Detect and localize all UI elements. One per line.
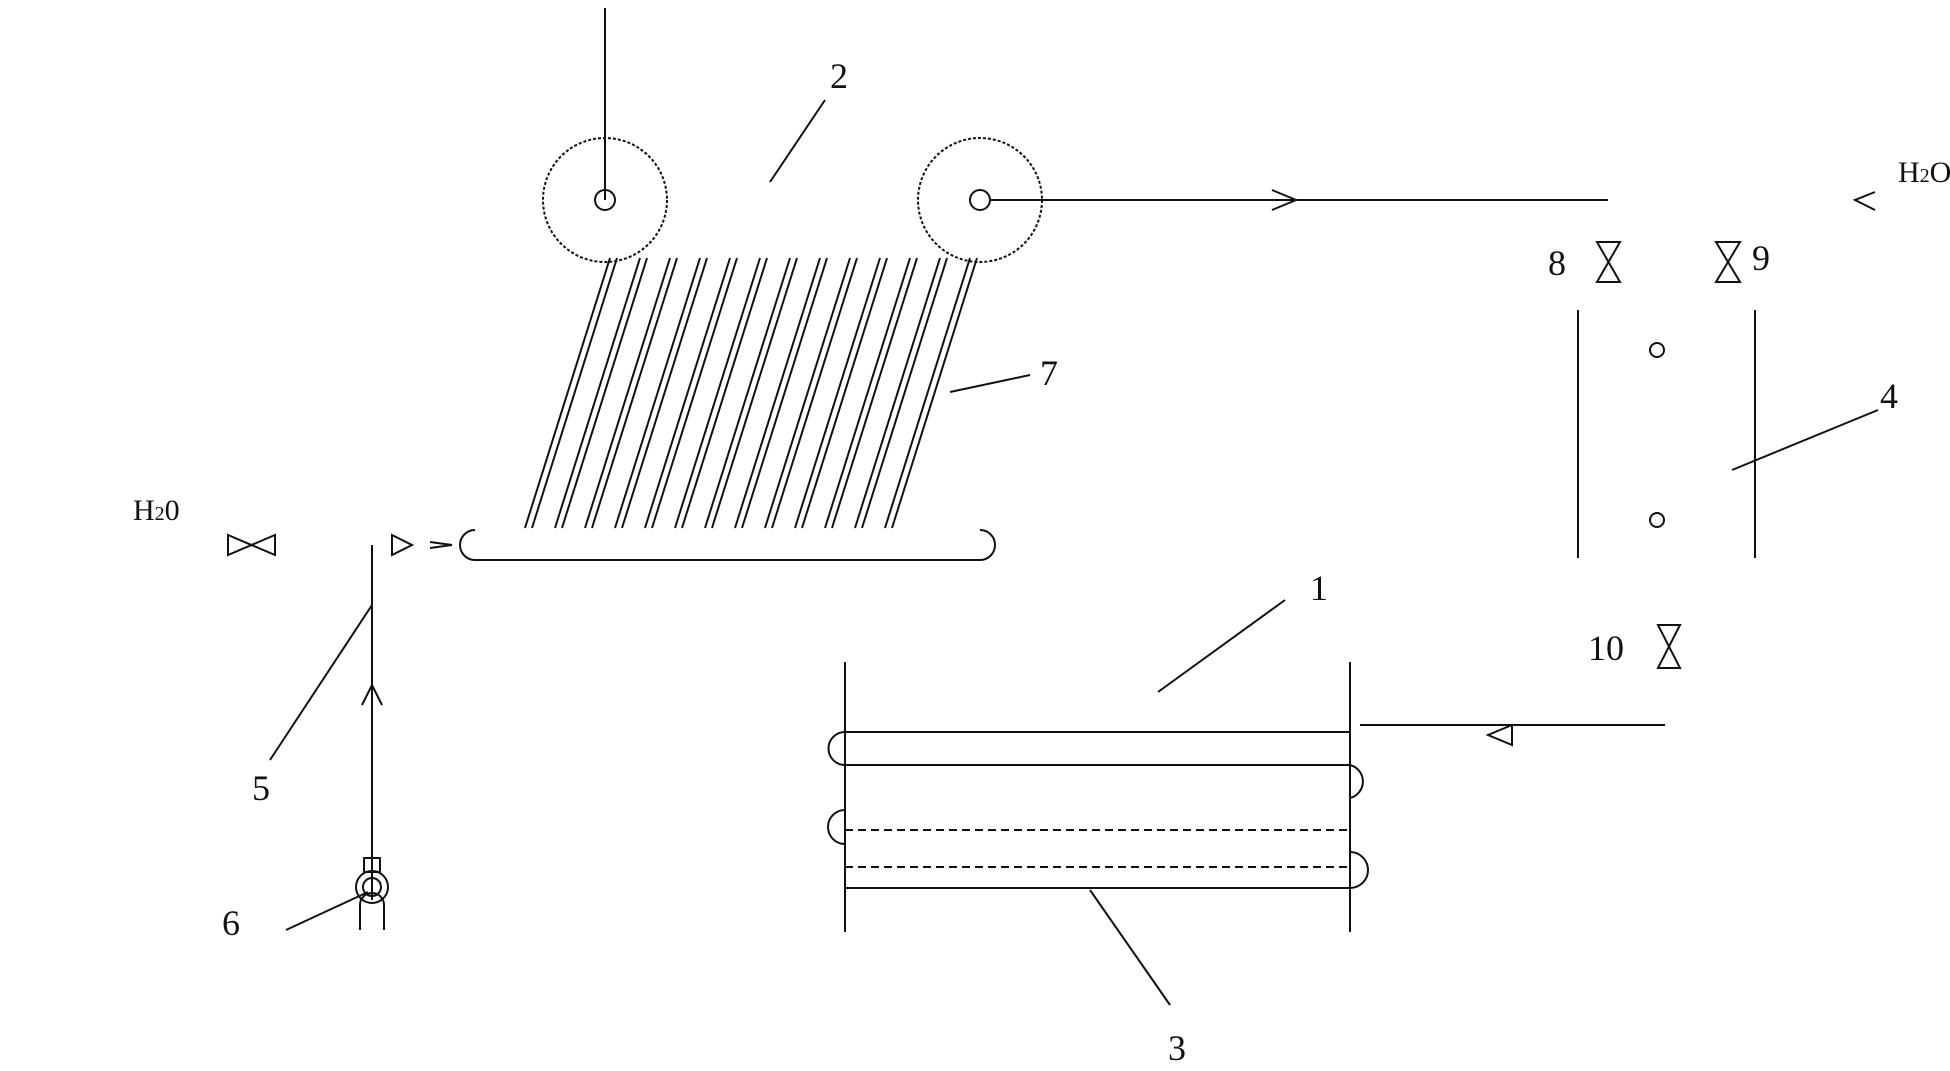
u-bend-left-2 — [827, 809, 846, 845]
label-1: 1 — [1310, 568, 1328, 608]
inlet-arrow-hollow-icon — [429, 541, 453, 549]
u-bend-left-1 — [827, 731, 846, 766]
lower-header — [459, 529, 996, 561]
label-10: 10 — [1588, 628, 1624, 668]
inlet-arrow-icon — [391, 533, 415, 557]
label-3: 3 — [1168, 1028, 1186, 1066]
label-7: 7 — [1040, 353, 1058, 393]
leader-3 — [1089, 889, 1171, 1006]
pump-inner — [362, 877, 382, 897]
u-bend-right-1 — [1349, 764, 1364, 799]
valve-10-icon — [1656, 624, 1682, 669]
label-5: 5 — [252, 768, 270, 808]
leader-5 — [269, 604, 373, 761]
flow-arrow-left — [1485, 723, 1513, 747]
label-2: 2 — [830, 56, 848, 96]
water-label-left: H20 — [133, 494, 180, 527]
inlet-arrow-right-icon — [1852, 191, 1876, 211]
u-bend-right-2 — [1349, 851, 1369, 889]
water-label-right: H2O — [1898, 156, 1950, 189]
left-roller — [542, 137, 668, 263]
valve-9-icon — [1714, 241, 1742, 283]
label-4: 4 — [1880, 376, 1898, 416]
vessel-port-lower — [1649, 512, 1665, 528]
vessel-port-upper — [1649, 342, 1665, 358]
leader-7 — [949, 374, 1031, 393]
label-6: 6 — [222, 903, 240, 943]
tube-bundle — [524, 257, 978, 529]
left-valve-icon — [227, 533, 276, 557]
leader-6 — [285, 891, 369, 931]
leader-1 — [1157, 599, 1286, 693]
flow-arrow-up — [361, 682, 383, 706]
leader-4 — [1731, 409, 1879, 471]
left-roller-hub — [594, 189, 616, 211]
right-roller-hub — [969, 189, 991, 211]
pump-icon — [355, 870, 389, 904]
flow-arrow-right — [1271, 189, 1299, 211]
pump-base — [359, 892, 385, 930]
label-9: 9 — [1752, 238, 1770, 278]
valve-8-icon — [1595, 241, 1622, 283]
label-8: 8 — [1548, 243, 1566, 283]
leader-2 — [769, 99, 826, 183]
